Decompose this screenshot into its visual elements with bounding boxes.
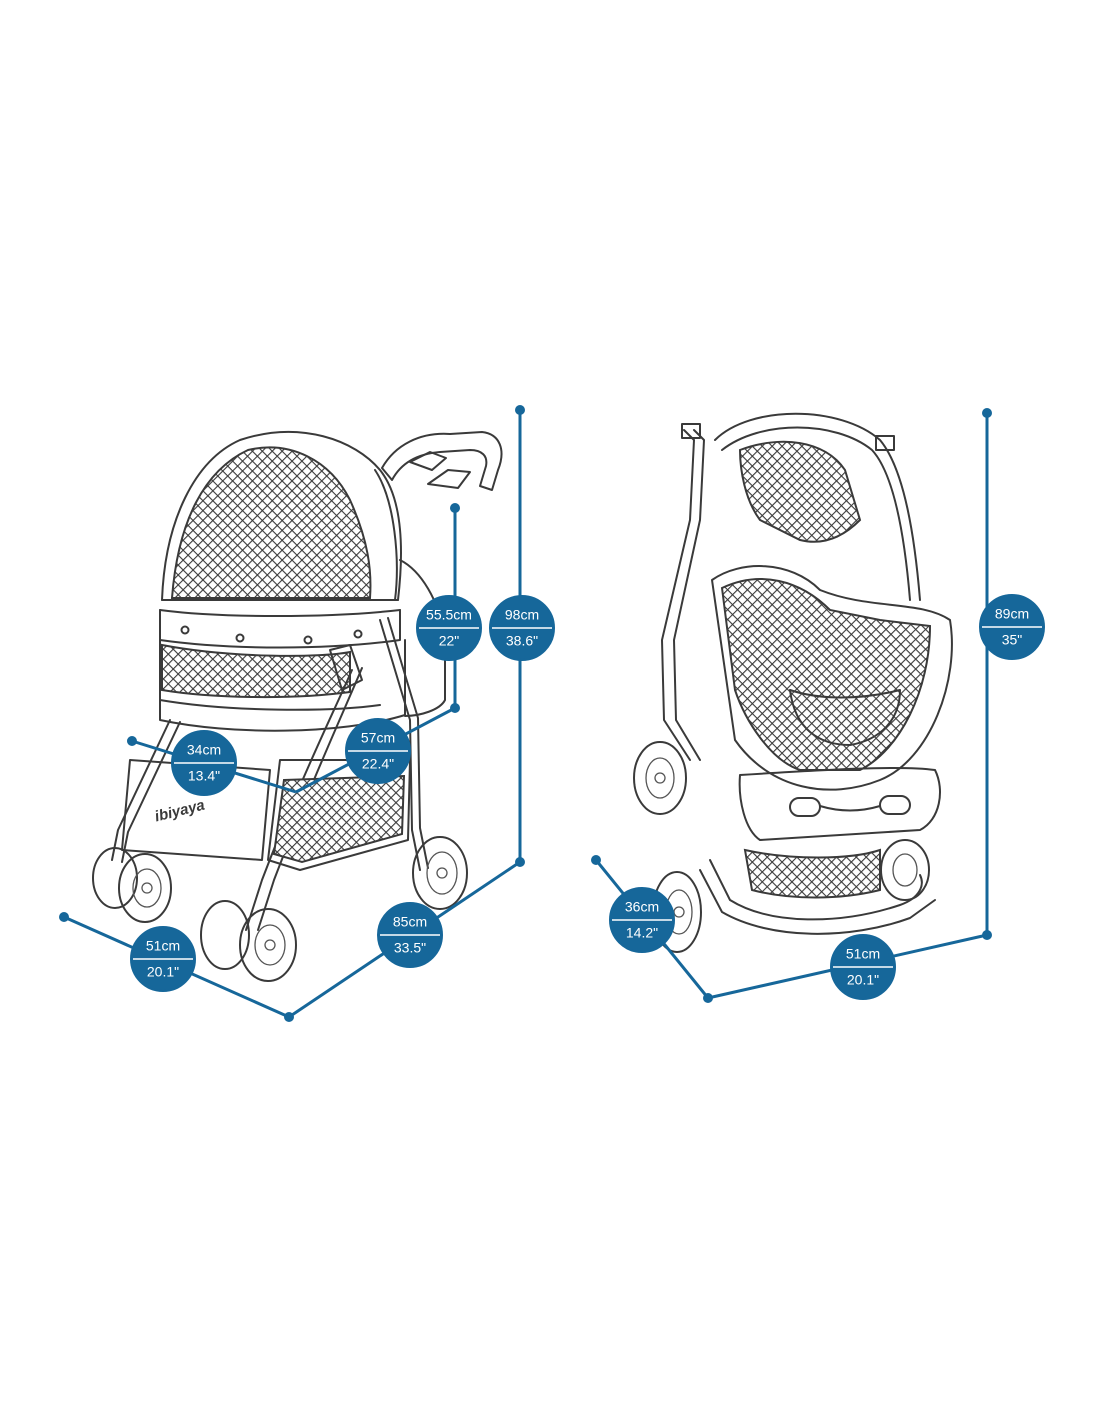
open-stroller-illustration: ibiyaya [92, 431, 503, 982]
badge-folded-width-imperial: 20.1" [847, 972, 879, 988]
badge-folded-width: 51cm 20.1" [830, 934, 896, 1000]
badge-handle-height-metric: 98cm [505, 607, 539, 623]
badge-seat-height: 55.5cm 22" [416, 595, 482, 661]
badge-folded-width-metric: 51cm [846, 946, 880, 962]
badge-overall-length: 85cm 33.5" [377, 902, 443, 968]
badge-cabin-length-imperial: 22.4" [362, 756, 394, 772]
badge-folded-depth-metric: 36cm [625, 899, 659, 915]
badge-handle-height: 98cm 38.6" [489, 595, 555, 661]
front-right-wheels [200, 900, 297, 982]
badge-overall-width-metric: 51cm [146, 938, 180, 954]
badge-cabin-width-imperial: 13.4" [188, 768, 220, 784]
badge-handle-height-imperial: 38.6" [506, 633, 538, 649]
badge-folded-height-imperial: 35" [1002, 632, 1023, 648]
folded-side-wheel [880, 839, 930, 901]
rear-wheel [412, 836, 468, 910]
badge-folded-depth-imperial: 14.2" [626, 925, 658, 941]
folded-stroller-illustration [633, 412, 953, 953]
badge-overall-width-imperial: 20.1" [147, 964, 179, 980]
badge-folded-height-metric: 89cm [995, 606, 1029, 622]
brand-logo: ibiyaya [153, 797, 206, 826]
badge-overall-length-imperial: 33.5" [394, 940, 426, 956]
badge-overall-length-metric: 85cm [393, 914, 427, 930]
badge-seat-height-metric: 55.5cm [426, 607, 472, 623]
badge-folded-height: 89cm 35" [979, 594, 1045, 660]
front-left-wheels [92, 847, 172, 923]
badge-cabin-length-metric: 57cm [361, 730, 395, 746]
badge-cabin-length: 57cm 22.4" [345, 718, 411, 784]
badge-cabin-width: 34cm 13.4" [171, 730, 237, 796]
folded-top-wheel [633, 741, 687, 815]
badge-seat-height-imperial: 22" [439, 633, 460, 649]
badge-cabin-width-metric: 34cm [187, 742, 221, 758]
badge-folded-depth: 36cm 14.2" [609, 887, 675, 953]
badge-overall-width: 51cm 20.1" [130, 926, 196, 992]
